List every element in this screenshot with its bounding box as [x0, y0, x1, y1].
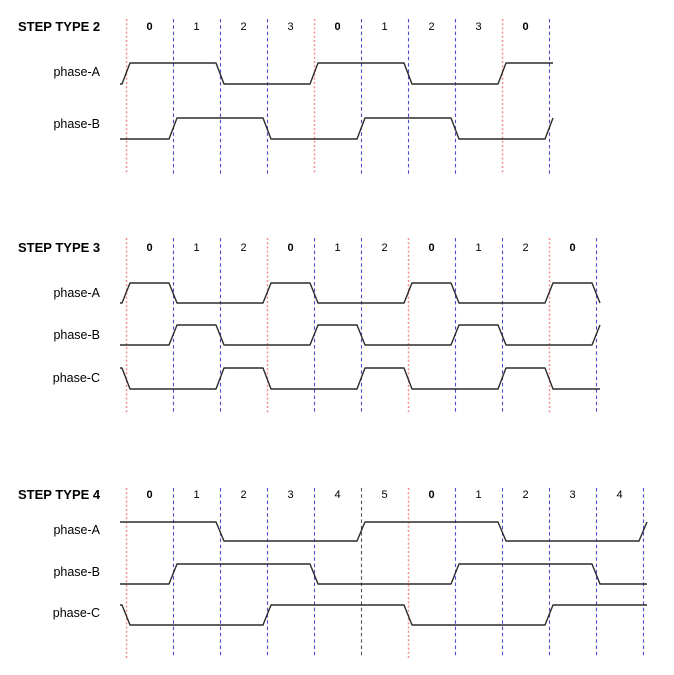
step-type-4-step-number-9: 3: [569, 489, 576, 501]
type3-phase-a-label: phase-A: [53, 286, 100, 300]
type4-phase-b-label: phase-B: [53, 565, 100, 579]
type4-phase-c-label: phase-C: [52, 606, 100, 620]
step-type-4-phase-a-waveform: [120, 521, 648, 542]
type2-phase-b-label: phase-B: [53, 117, 100, 131]
step-type-3-step-number-5: 2: [381, 242, 388, 254]
type3-phase-b-label: phase-B: [53, 328, 100, 342]
type4-phase-a-label: phase-A: [53, 523, 100, 537]
step-type-4-step-number-4: 4: [334, 489, 341, 501]
step-type-3-step-number-9: 0: [569, 242, 576, 254]
step-type-3-step-number-2: 2: [240, 242, 247, 254]
step-type-3-phase-a-waveform: [120, 282, 601, 304]
step-type-3-step-number-6: 0: [428, 242, 435, 254]
step-type-2-step-number-5: 1: [381, 21, 388, 33]
step-type-2-step-number-6: 2: [428, 21, 435, 33]
type3-phase-c-label: phase-C: [52, 371, 100, 385]
step-type-4-step-number-7: 1: [475, 489, 482, 501]
step-type-4-step-number-3: 3: [287, 489, 294, 501]
step-type-3-phase-b-waveform: [120, 324, 601, 346]
step-type-4-step-number-0: 0: [146, 489, 153, 501]
step-type-2-phase-a-waveform: [120, 62, 553, 85]
step-type-4-step-number-8: 2: [522, 489, 529, 501]
step-type-4-title: STEP TYPE 4: [18, 487, 101, 502]
step-type-3-step-number-0: 0: [146, 242, 153, 254]
step-type-2-step-number-2: 2: [240, 21, 247, 33]
step-type-4-step-number-10: 4: [616, 489, 623, 501]
type2-phase-a-label: phase-A: [53, 65, 100, 79]
step-type-2-step-number-1: 1: [193, 21, 200, 33]
step-type-2-step-number-7: 3: [475, 21, 482, 33]
step-type-2-step-number-3: 3: [287, 21, 294, 33]
step-type-2-step-number-8: 0: [522, 21, 529, 33]
step-type-3-phase-c-waveform: [120, 367, 600, 390]
step-type-2-step-number-0: 0: [146, 21, 153, 33]
step-type-3-step-number-7: 1: [475, 242, 482, 254]
step-type-4-phase-b-waveform: [120, 563, 647, 585]
step-type-3-step-number-3: 0: [287, 242, 294, 254]
step-type-3-title: STEP TYPE 3: [18, 240, 101, 255]
step-type-3-step-number-4: 1: [334, 242, 341, 254]
step-type-4-step-number-1: 1: [193, 489, 200, 501]
step-type-2-phase-b-waveform: [120, 117, 554, 140]
step-type-2-title: STEP TYPE 2: [18, 19, 101, 34]
step-type-2-step-number-4: 0: [334, 21, 341, 33]
step-type-3-step-number-1: 1: [193, 242, 200, 254]
step-type-3-step-number-8: 2: [522, 242, 529, 254]
step-type-4-step-number-5: 5: [381, 489, 388, 501]
step-type-4-step-number-2: 2: [240, 489, 247, 501]
step-type-4-step-number-6: 0: [428, 489, 435, 501]
step-type-4-phase-c-waveform: [120, 604, 647, 626]
